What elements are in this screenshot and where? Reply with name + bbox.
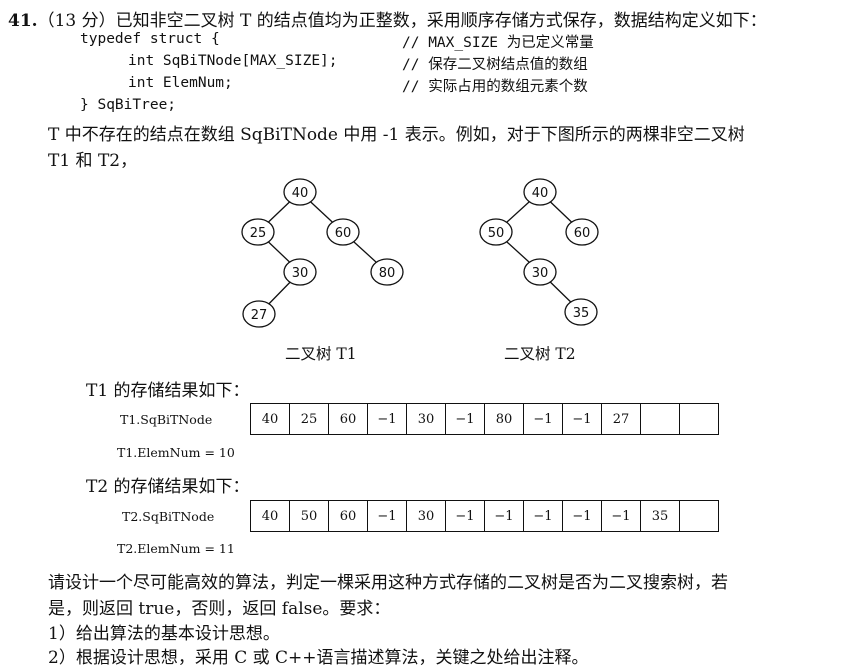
tree-node [564,298,598,326]
t2-storage-heading: T2 的存储结果如下： [86,477,250,497]
array-cell: −1 [523,403,563,435]
code-comment-3: // 实际占用的数组元素个数 [402,79,588,95]
array-cell: 40 [250,500,290,532]
t2-node-30-label: 30 [532,266,549,281]
t1-node-60-label: 60 [335,226,352,241]
t1-node-25-label: 25 [250,226,267,241]
question-text: （13 分）已知非空二叉树 T 的结点值均为正整数，采用顺序存储方式保存，数据结… [37,11,767,31]
array-cell: 60 [328,403,368,435]
trees-figure: 40 25 60 30 80 27 40 50 60 30 35 [241,178,599,328]
description-line-2: T1 和 T2， [48,151,138,171]
tree-node [326,218,360,246]
t1-elemnum: T1.ElemNum = 10 [117,445,235,460]
code-line-1: typedef struct { [80,31,220,47]
tree-node [241,218,275,246]
array-cell: 30 [406,403,446,435]
t2-node-35-label: 35 [573,306,590,321]
t1-array: 40 25 60 −1 30 −1 80 −1 −1 27 [250,403,719,435]
array-cell: −1 [523,500,563,532]
array-cell: 50 [289,500,329,532]
t1-array-label: T1.SqBiTNode [120,412,213,427]
array-cell: 40 [250,403,290,435]
t2-elemnum: T2.ElemNum = 11 [117,541,235,556]
question-header: 41.（13 分）已知非空二叉树 T 的结点值均为正整数，采用顺序存储方式保存，… [8,6,767,31]
tree-node [523,178,557,206]
tree1-caption: 二叉树 T1 [285,345,357,363]
array-cell: 30 [406,500,446,532]
code-line-2: int SqBiTNode[MAX_SIZE]; [128,53,338,69]
array-cell: −1 [367,500,407,532]
array-cell: −1 [367,403,407,435]
array-cell: 25 [289,403,329,435]
code-comment-2: // 保存二叉树结点值的数组 [402,57,588,73]
task-line-1: 请设计一个尽可能高效的算法，判定一棵采用这种方式存储的二叉树是否为二叉搜索树，若 [48,573,728,593]
requirement-1: 1）给出算法的基本设计思想。 [48,624,280,644]
tree-node [242,300,276,328]
tree-node [370,258,404,286]
array-cell: −1 [445,500,485,532]
tree-node [283,258,317,286]
array-cell: 27 [601,403,641,435]
tree-node [283,178,317,206]
tree-t2 [479,178,599,326]
t2-array: 40 50 60 −1 30 −1 −1 −1 −1 −1 35 [250,500,719,532]
code-line-4: } SqBiTree; [80,97,177,113]
t1-node-80-label: 80 [379,266,396,281]
t2-node-50-label: 50 [488,226,505,241]
requirement-2: 2）根据设计思想，采用 C 或 C++语言描述算法，关键之处给出注释。 [48,648,589,668]
t1-node-30-label: 30 [292,266,309,281]
t1-storage-heading: T1 的存储结果如下： [86,381,250,401]
array-cell: 35 [640,500,680,532]
array-cell [679,500,719,532]
array-cell: −1 [601,500,641,532]
description-line-1: T 中不存在的结点在数组 SqBiTNode 中用 -1 表示。例如，对于下图所… [48,125,745,145]
code-comment-1: // MAX_SIZE 为已定义常量 [402,35,594,51]
tree2-caption: 二叉树 T2 [504,345,576,363]
array-cell [640,403,680,435]
array-cell [679,403,719,435]
t2-node-60-label: 60 [574,226,591,241]
code-line-3: int ElemNum; [128,75,233,91]
array-cell: −1 [484,500,524,532]
t2-node-40-label: 40 [532,186,549,201]
t2-array-label: T2.SqBiTNode [122,509,215,524]
t1-node-40-label: 40 [292,186,309,201]
array-cell: −1 [445,403,485,435]
question-number: 41. [8,11,38,31]
task-line-2: 是，则返回 true，否则，返回 false。要求： [48,599,391,619]
array-cell: −1 [562,500,602,532]
tree-t1 [241,178,404,328]
tree-node [565,218,599,246]
tree-node [523,258,557,286]
tree-node [479,218,513,246]
array-cell: 60 [328,500,368,532]
array-cell: 80 [484,403,524,435]
t1-node-27-label: 27 [251,308,268,323]
array-cell: −1 [562,403,602,435]
